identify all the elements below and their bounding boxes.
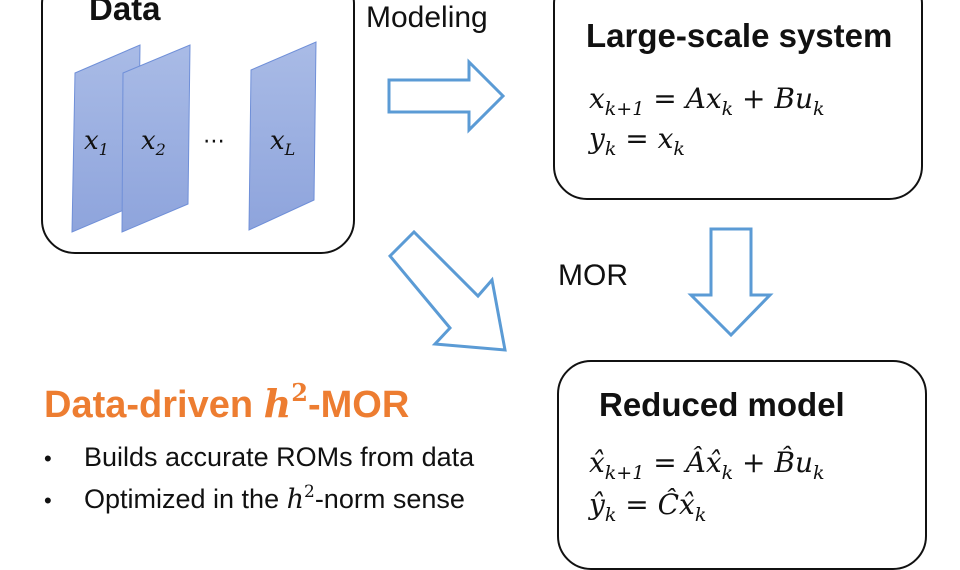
bullet-item: • Optimized in the h2-norm sense bbox=[44, 482, 474, 522]
eq-term-a: Âx̂ bbox=[685, 446, 722, 479]
modeling-label: Modeling bbox=[366, 1, 488, 34]
eq-term-a-sub: k bbox=[721, 462, 734, 484]
eq-sign: = bbox=[644, 446, 686, 479]
eq-lhs: x̂ bbox=[589, 446, 605, 479]
heading-h: h bbox=[263, 381, 292, 426]
snapshot-ellipsis: ⋯ bbox=[203, 128, 225, 153]
bullet-text: Optimized in the h2-norm sense bbox=[84, 482, 465, 515]
diagram-graphics bbox=[71, 41, 774, 352]
eq-rhs-sub: k bbox=[694, 504, 707, 526]
eq-plus: + bbox=[733, 82, 775, 115]
heading-prefix: Data-driven bbox=[44, 384, 264, 426]
eq-sign: = bbox=[644, 82, 686, 115]
eq-rhs: x bbox=[657, 122, 674, 155]
snapshot-label-2: x2 bbox=[141, 126, 166, 160]
large-scale-system-box: Large-scale system xk+1 = Axk + Buk yk =… bbox=[553, 0, 923, 200]
eq-lhs-sub: k bbox=[604, 138, 617, 160]
modeling-arrow-icon bbox=[387, 58, 506, 134]
eq-term-a: Ax bbox=[685, 82, 722, 115]
eq-lhs: x bbox=[589, 82, 605, 115]
reduced-output-equation: ŷk = Ĉx̂k bbox=[589, 488, 706, 526]
reduced-model-title: Reduced model bbox=[599, 386, 845, 423]
reduced-model-box: Reduced model x̂k+1 = Âx̂k + B̂uk ŷk =… bbox=[557, 360, 927, 570]
eq-lhs-sub: k+1 bbox=[604, 98, 645, 120]
heading-sup: 2 bbox=[291, 378, 308, 407]
eq-term-b: B̂u bbox=[774, 446, 813, 479]
snapshot-panel-L bbox=[248, 41, 317, 231]
eq-lhs: y bbox=[589, 122, 605, 155]
heading-suffix: -MOR bbox=[307, 384, 410, 426]
eq-term-b-sub: k bbox=[813, 98, 825, 120]
output-equation: yk = xk bbox=[589, 122, 685, 160]
snapshot-panel-2 bbox=[121, 44, 191, 233]
data-driven-diagonal-arrow-icon bbox=[387, 229, 507, 352]
eq-rhs-sub: k bbox=[673, 138, 685, 160]
snapshot-label-1: x1 bbox=[84, 126, 109, 160]
eq-rhs: Ĉx̂ bbox=[657, 488, 695, 521]
eq-term-b-sub: k bbox=[813, 462, 825, 484]
bullet-text: Builds accurate ROMs from data bbox=[84, 442, 475, 472]
mor-down-arrow-icon bbox=[687, 227, 774, 338]
bullet-dot: • bbox=[44, 488, 52, 513]
eq-sign: = bbox=[616, 122, 658, 155]
data-box-title: Data bbox=[89, 0, 161, 27]
bullet-dot: • bbox=[44, 446, 52, 471]
bullet-item: • Builds accurate ROMs from data bbox=[44, 442, 474, 482]
eq-sign: = bbox=[616, 488, 658, 521]
eq-lhs: ŷ bbox=[589, 488, 605, 521]
snapshot-label-L: xL bbox=[270, 126, 296, 160]
summary-heading: Data-driven h2-MOR bbox=[44, 378, 409, 427]
eq-plus: + bbox=[733, 446, 775, 479]
reduced-state-equation: x̂k+1 = Âx̂k + B̂uk bbox=[589, 446, 825, 484]
mor-label: MOR bbox=[558, 259, 628, 292]
state-equation: xk+1 = Axk + Buk bbox=[589, 82, 825, 120]
eq-term-b: Bu bbox=[774, 82, 813, 115]
eq-lhs-sub: k+1 bbox=[604, 462, 645, 484]
large-scale-title: Large-scale system bbox=[586, 17, 893, 54]
eq-term-a-sub: k bbox=[721, 98, 734, 120]
summary-bullets: • Builds accurate ROMs from data • Optim… bbox=[44, 442, 474, 522]
eq-lhs-sub: k bbox=[604, 504, 617, 526]
